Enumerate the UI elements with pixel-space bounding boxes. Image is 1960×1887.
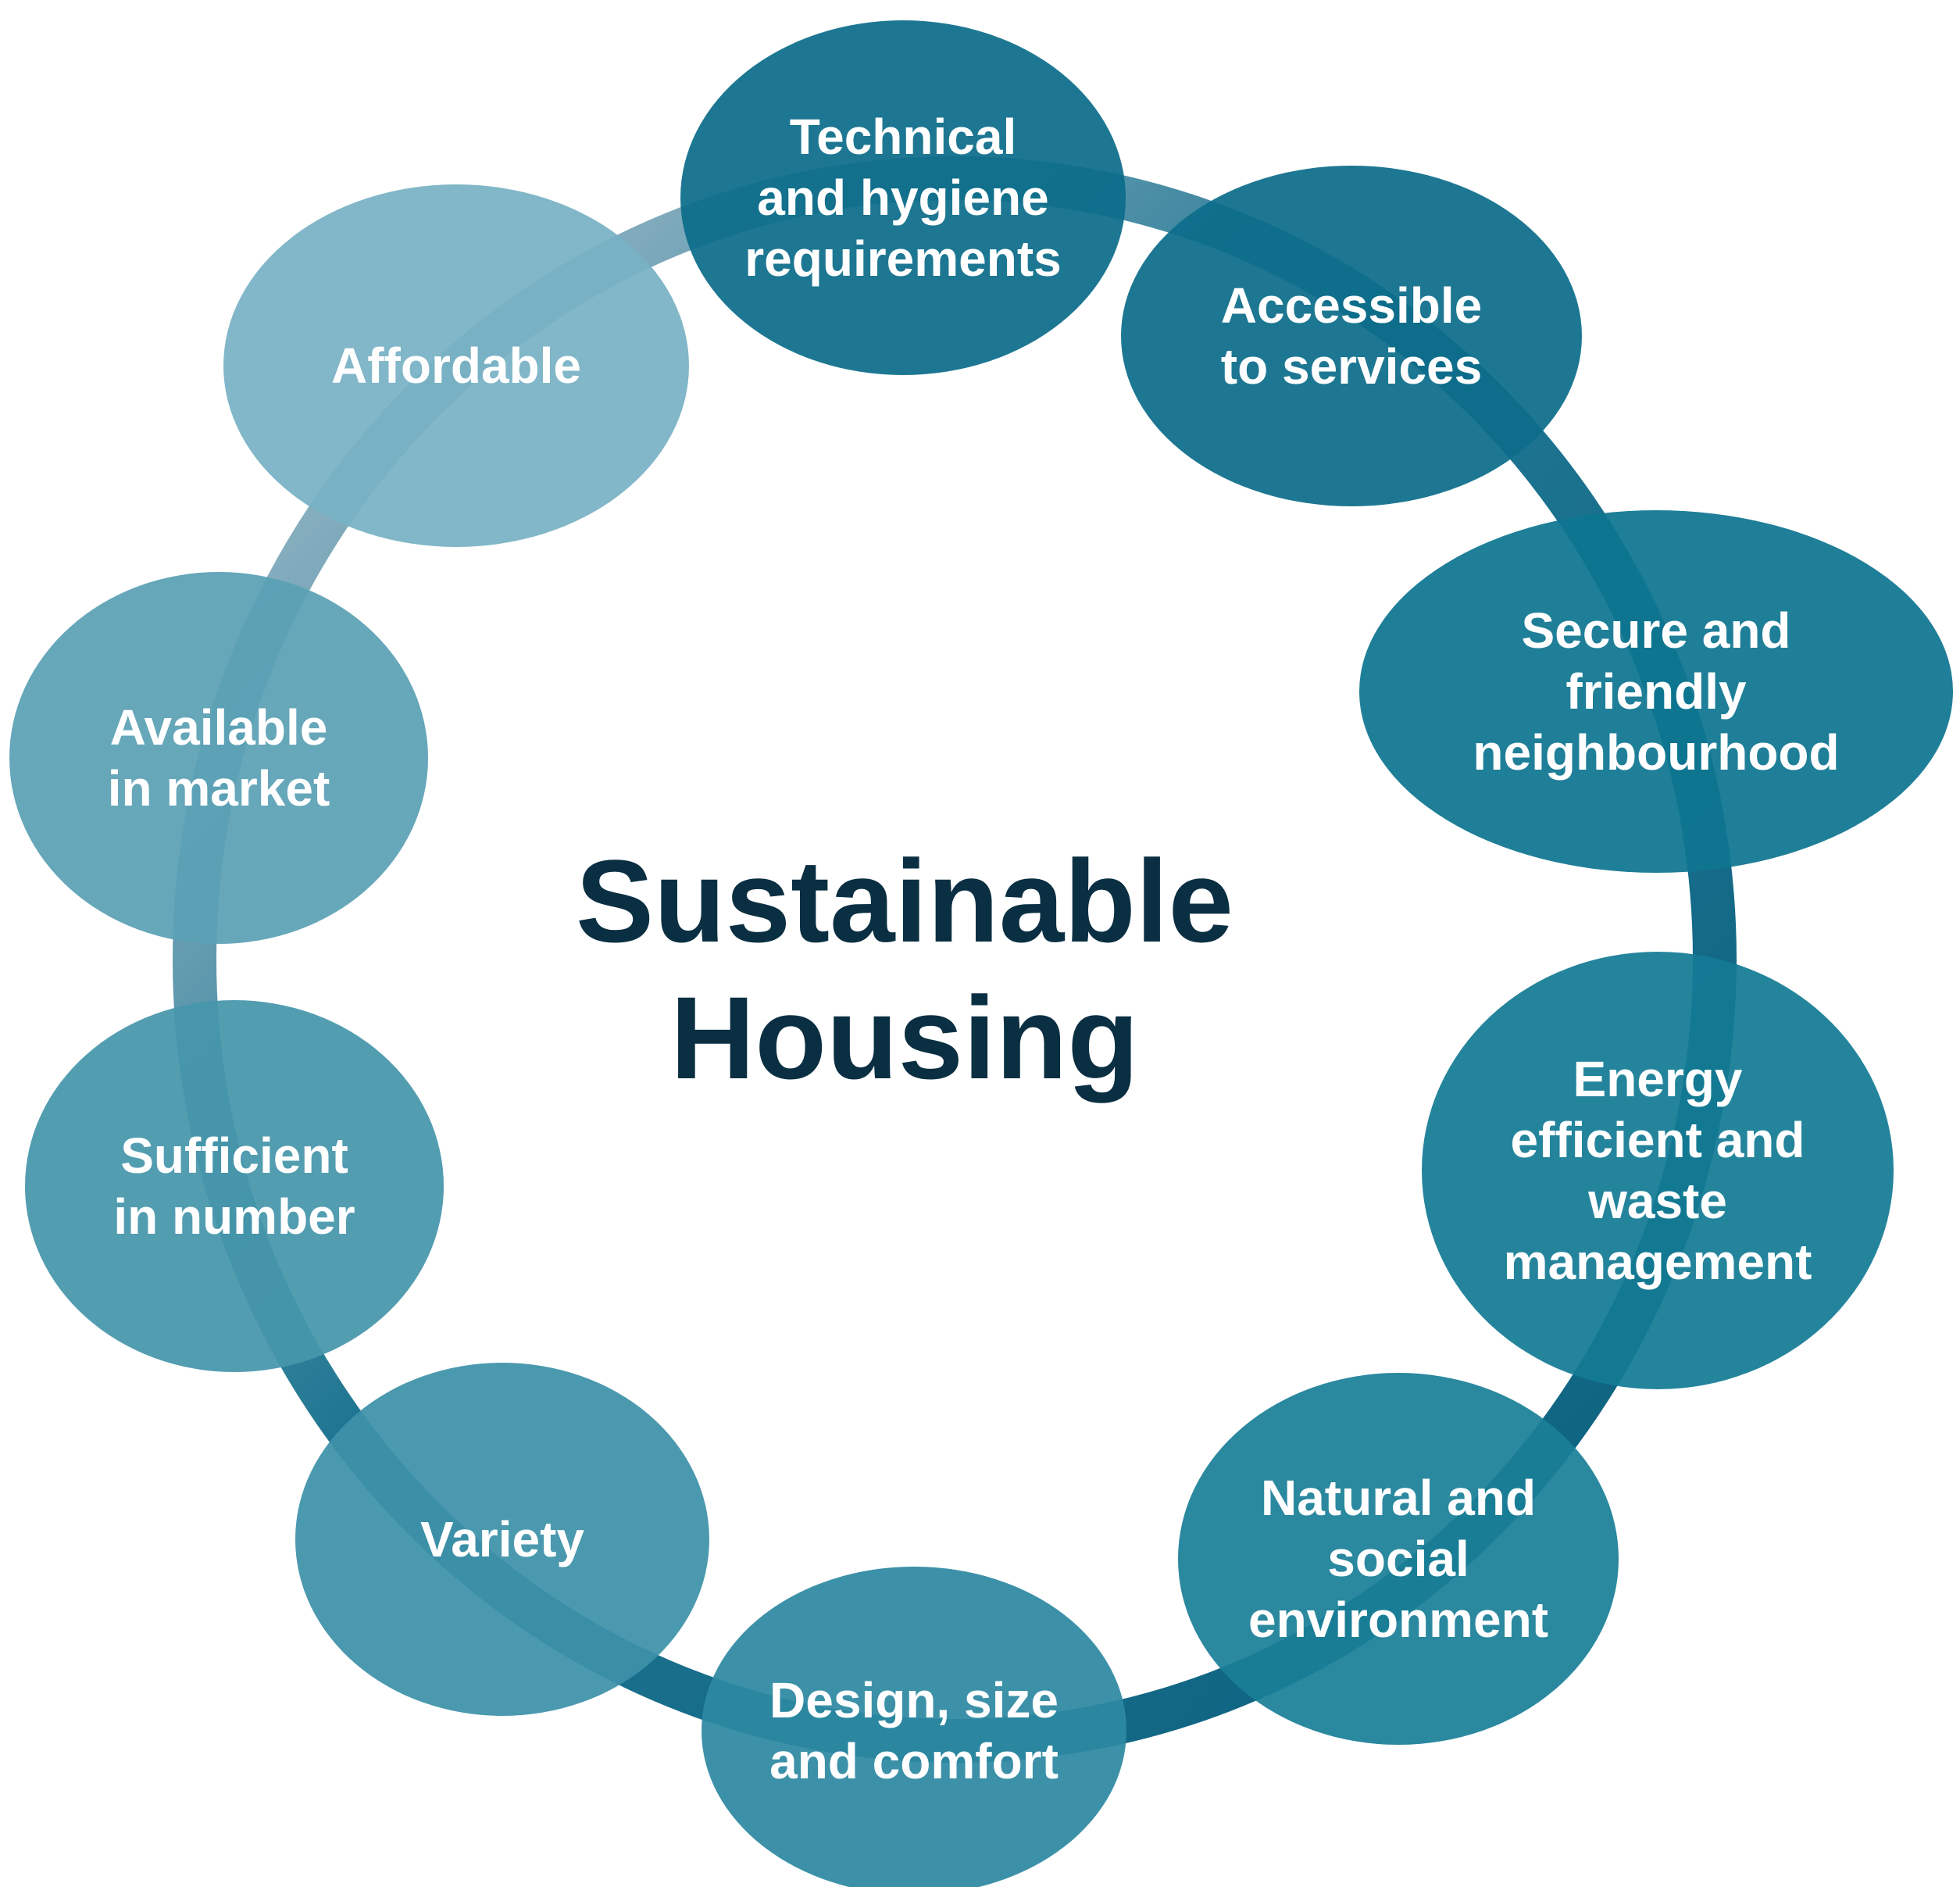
node-technical-hygiene-line: requirements [744, 231, 1061, 287]
node-secure-neighbourhood-line: neighbourhood [1473, 724, 1839, 781]
center-title-line: Sustainable [576, 835, 1233, 967]
node-energy-waste-line: efficient and [1511, 1112, 1805, 1168]
node-available-market-line: Available [110, 699, 328, 756]
node-natural-social-ellipse [1178, 1373, 1619, 1745]
node-accessible-services-line: Accessible [1221, 277, 1482, 334]
node-design-comfort-line: Design, size [769, 1672, 1059, 1728]
node-sufficient-number-line: Sufficient [120, 1128, 348, 1184]
center-title-line: Housing [670, 972, 1139, 1103]
node-natural-social-line: social [1327, 1531, 1469, 1587]
node-design-comfort-line: and comfort [769, 1733, 1059, 1789]
node-affordable: Affordable [223, 184, 689, 547]
node-technical-hygiene-ellipse [680, 20, 1126, 375]
node-energy-waste-line: management [1504, 1234, 1812, 1290]
node-sufficient-number-line: in number [113, 1188, 355, 1245]
node-accessible-services-ellipse [1121, 166, 1582, 506]
node-available-market-ellipse [9, 572, 428, 944]
node-natural-social-line: Natural and [1261, 1470, 1536, 1526]
node-affordable-line: Affordable [331, 338, 581, 394]
node-energy-waste-ellipse [1422, 952, 1894, 1389]
node-variety-ellipse [295, 1363, 709, 1716]
node-technical-hygiene-line: Technical [790, 109, 1016, 165]
node-technical-hygiene-line: and hygiene [757, 170, 1048, 226]
node-sufficient-number-ellipse [25, 1000, 444, 1372]
node-available-market-line: in market [108, 760, 330, 817]
node-accessible-services-line: to services [1221, 338, 1482, 395]
node-variety: Variety [295, 1363, 709, 1716]
node-energy-waste-line: Energy [1573, 1051, 1743, 1107]
node-secure-neighbourhood-line: friendly [1566, 663, 1747, 720]
node-secure-neighbourhood-ellipse [1359, 510, 1953, 873]
node-affordable-label: Affordable [331, 338, 581, 394]
node-variety-line: Variety [420, 1511, 584, 1567]
node-secure-neighbourhood-line: Secure and [1521, 602, 1790, 659]
node-energy-waste-line: waste [1587, 1173, 1727, 1229]
node-variety-label: Variety [420, 1511, 584, 1567]
node-affordable-ellipse [223, 184, 689, 547]
node-natural-social-line: environment [1248, 1592, 1548, 1648]
node-design-comfort-ellipse [702, 1567, 1126, 1887]
